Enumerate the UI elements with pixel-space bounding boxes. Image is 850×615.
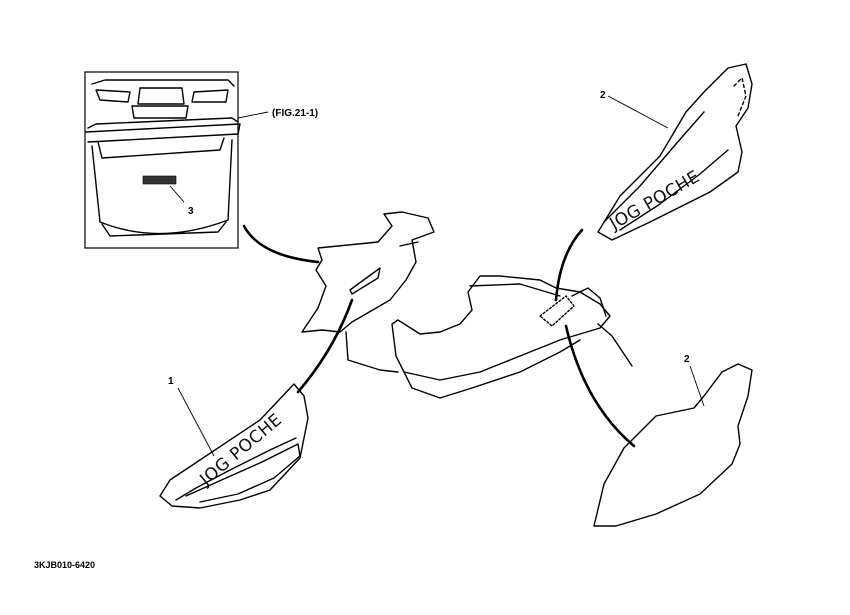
callout-3: 3 <box>188 206 194 217</box>
sticker-2-top: JOG POCHE 2 <box>597 63 753 241</box>
part-code: 3KJB010-6420 <box>34 560 95 570</box>
sticker-1: JOG POCHE 1 <box>159 376 309 509</box>
leader-sticker-2-bottom <box>564 324 636 448</box>
leader-inset <box>242 224 320 264</box>
callout-2-top: 2 <box>600 90 606 101</box>
callout-2-bottom: 2 <box>684 354 690 365</box>
sticker-2-bottom: 2 <box>593 354 753 527</box>
inset-frame <box>84 71 239 249</box>
callout-1: 1 <box>168 376 174 387</box>
leader-sticker-2-top <box>554 228 584 302</box>
inset-front-view: 3 <box>84 71 241 249</box>
yamaha-emblem <box>142 175 177 185</box>
leader-sticker-1 <box>296 298 354 394</box>
scooter-outline <box>301 211 633 399</box>
figure-reference-label: (FIG.21-1) <box>272 108 318 119</box>
sticker-2-top-text: JOG POCHE <box>606 167 704 235</box>
